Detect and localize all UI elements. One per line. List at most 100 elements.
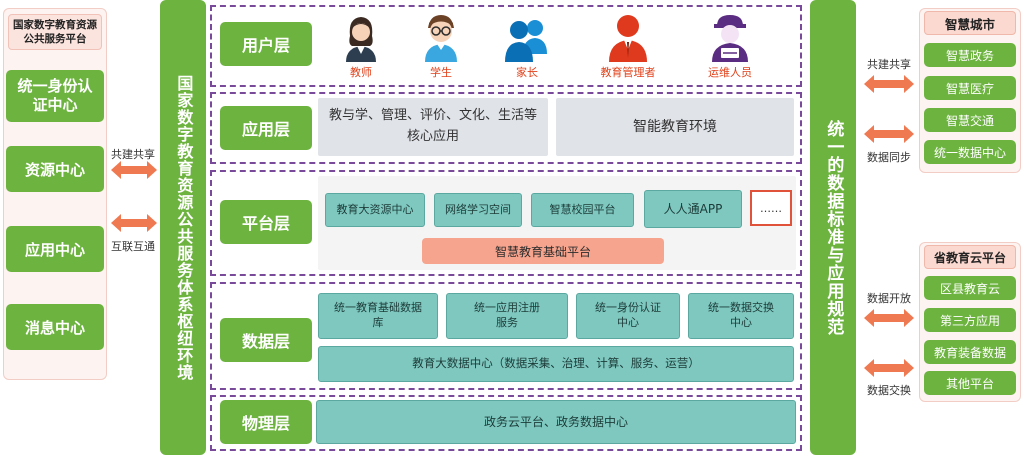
smart-city-title-text: 智慧城市: [944, 16, 995, 32]
smart-env-text: 智能教育环境: [633, 118, 717, 135]
smart-city-item-medical-text: 智慧医疗: [945, 81, 994, 96]
data-box-app-registry-text: 统一应用注册服务: [474, 301, 540, 329]
province-item-other-platforms[interactable]: 其他平台: [924, 371, 1016, 395]
left-item-message[interactable]: 消息中心: [6, 304, 104, 350]
smart-city-item-traffic-text: 智慧交通: [945, 113, 994, 128]
parent-icon: [505, 20, 547, 62]
physical-layer-label: 物理层: [220, 400, 312, 444]
province-item-equipment-data-text: 教育装备数据: [933, 345, 1006, 360]
teacher-icon: [346, 17, 376, 62]
smart-city-title: 智慧城市: [924, 11, 1016, 35]
smart-city-item-data-center[interactable]: 统一数据中心: [924, 140, 1016, 164]
left-panel-title-text: 国家数字教育资源公共服务平台: [13, 19, 97, 46]
user-layer-label-text: 用户层: [241, 36, 290, 55]
platform-layer-label-text: 平台层: [241, 214, 290, 233]
data-box-identity-auth-text: 统一身份认证中心: [595, 301, 661, 329]
student-label: 学生: [430, 66, 452, 79]
left-item-auth-label: 统一身份认证中心: [17, 76, 93, 115]
data-box-base-db[interactable]: 统一教育基础数据库: [318, 293, 438, 339]
parent-user[interactable]: 家长: [502, 14, 552, 80]
ops-user[interactable]: 运维人员: [700, 12, 760, 80]
province-arrow-top-label: 数据开放: [867, 292, 911, 305]
left-arrow-bottom-label: 互联互通: [111, 240, 155, 253]
smart-city-arrow-bottom-label: 数据同步: [867, 151, 911, 164]
province-item-county-cloud-text: 区县教育云: [939, 281, 1000, 296]
platform-box-resource-center[interactable]: 教育大资源中心: [325, 193, 425, 227]
edu-admin-user[interactable]: 教育管理者: [596, 12, 660, 80]
platform-box-renrentong-app-text: 人人通APP: [663, 201, 723, 216]
core-apps-box: 教与学、管理、评价、文化、生活等核心应用: [318, 98, 548, 156]
left-item-message-label: 消息中心: [24, 318, 85, 337]
left-arrow-top-label: 共建共享: [111, 148, 155, 161]
data-box-data-exchange-text: 统一数据交换中心: [708, 301, 774, 329]
edu-admin-label: 教育管理者: [600, 66, 656, 79]
double-arrow-icon: [111, 160, 157, 180]
smart-city-item-medical[interactable]: 智慧医疗: [924, 76, 1016, 100]
data-layer-frame: [210, 282, 802, 390]
platform-box-smart-campus[interactable]: 智慧校园平台: [531, 193, 634, 227]
data-layer-label-text: 数据层: [241, 332, 290, 351]
data-box-identity-auth[interactable]: 统一身份认证中心: [576, 293, 680, 339]
smart-edu-base-platform-text: 智慧教育基础平台: [494, 244, 591, 259]
province-arrow-bottom-label: 数据交换: [867, 384, 911, 397]
data-box-data-exchange[interactable]: 统一数据交换中心: [688, 293, 794, 339]
data-layer-label: 数据层: [220, 318, 312, 362]
platform-box-renrentong-app[interactable]: 人人通APP: [644, 190, 742, 228]
double-arrow-icon: [111, 213, 157, 233]
left-item-app[interactable]: 应用中心: [6, 226, 104, 272]
gov-cloud-bar-text: 政务云平台、政务数据中心: [483, 414, 628, 429]
app-layer-frame: [210, 92, 802, 164]
double-arrow-icon: [864, 124, 914, 144]
platform-box-more-text: ……: [760, 201, 782, 215]
ops-staff-icon: [712, 15, 748, 62]
smart-city-item-gov-text: 智慧政务: [945, 48, 994, 63]
double-arrow-icon: [864, 358, 914, 378]
app-layer-label-text: 应用层: [241, 120, 290, 139]
physical-layer-label-text: 物理层: [241, 414, 290, 433]
user-layer-frame: [210, 5, 802, 87]
province-cloud-title-text: 省教育云平台: [933, 250, 1006, 265]
double-arrow-icon: [864, 308, 914, 328]
teacher-label: 教师: [350, 66, 372, 79]
core-apps-text: 教与学、管理、评价、文化、生活等核心应用: [328, 108, 537, 144]
data-standards-text: 统一的数据标准与应用规范: [823, 119, 844, 336]
platform-box-smart-campus-text: 智慧校园平台: [549, 202, 616, 216]
platform-layer-label: 平台层: [220, 200, 312, 244]
data-standards-column: 统一的数据标准与应用规范: [810, 0, 856, 455]
left-item-resource[interactable]: 资源中心: [6, 146, 104, 192]
platform-box-learning-space-text: 网络学习空间: [445, 202, 511, 216]
data-box-app-registry[interactable]: 统一应用注册服务: [446, 293, 568, 339]
gov-cloud-bar[interactable]: 政务云平台、政务数据中心: [316, 400, 796, 444]
province-item-county-cloud[interactable]: 区县教育云: [924, 276, 1016, 300]
province-item-other-platforms-text: 其他平台: [945, 376, 994, 391]
student-user[interactable]: 学生: [418, 12, 464, 80]
smart-edu-base-platform[interactable]: 智慧教育基础平台: [422, 238, 664, 264]
smart-city-item-data-center-text: 统一数据中心: [933, 145, 1006, 160]
double-arrow-icon: [864, 74, 914, 94]
platform-box-more[interactable]: ……: [750, 190, 792, 226]
smart-env-box: 智能教育环境: [556, 98, 794, 156]
left-item-auth[interactable]: 统一身份认证中心: [6, 70, 104, 122]
user-layer-label: 用户层: [220, 22, 312, 66]
province-item-third-party-text: 第三方应用: [939, 313, 1000, 328]
hub-environment-column: 国家数字教育资源公共服务体系枢纽环境: [160, 0, 206, 455]
edu-bigdata-center-text: 教育大数据中心（数据采集、治理、计算、服务、运营）: [412, 356, 700, 371]
smart-city-arrow-top-label: 共建共享: [867, 58, 911, 71]
platform-layer-frame: [210, 170, 802, 276]
teacher-user[interactable]: 教师: [338, 14, 384, 80]
edu-admin-icon: [609, 15, 647, 62]
smart-city-item-gov[interactable]: 智慧政务: [924, 43, 1016, 67]
province-cloud-title: 省教育云平台: [924, 245, 1016, 269]
student-icon: [425, 15, 457, 62]
platform-box-resource-center-text: 教育大资源中心: [336, 202, 414, 216]
province-item-third-party[interactable]: 第三方应用: [924, 308, 1016, 332]
left-item-resource-label: 资源中心: [24, 160, 85, 179]
app-layer-label: 应用层: [220, 106, 312, 150]
platform-box-learning-space[interactable]: 网络学习空间: [434, 193, 522, 227]
smart-city-item-traffic[interactable]: 智慧交通: [924, 108, 1016, 132]
ops-label: 运维人员: [708, 66, 752, 79]
physical-layer-frame: [210, 395, 802, 451]
edu-bigdata-center[interactable]: 教育大数据中心（数据采集、治理、计算、服务、运营）: [318, 346, 794, 382]
data-box-base-db-text: 统一教育基础数据库: [334, 301, 422, 329]
province-item-equipment-data[interactable]: 教育装备数据: [924, 340, 1016, 364]
